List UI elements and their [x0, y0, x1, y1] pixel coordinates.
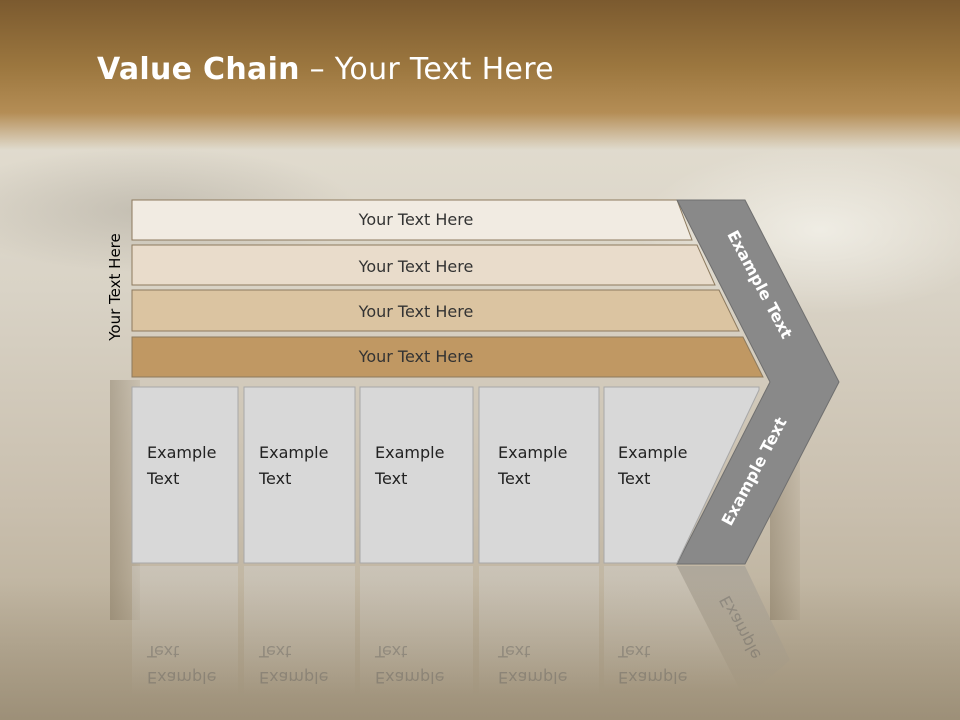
svg-text:Example: Example	[375, 668, 444, 687]
box-1	[131, 386, 239, 564]
box-1-line1: Example	[147, 443, 216, 462]
box-4	[478, 386, 600, 564]
box-3	[359, 386, 474, 564]
box-2-line2: Text	[258, 469, 291, 488]
slide-title: Value Chain – Your Text Here	[97, 52, 554, 87]
svg-text:Example: Example	[498, 668, 567, 687]
svg-text:Text: Text	[497, 642, 530, 661]
bar-4-label: Your Text Here	[358, 347, 474, 366]
svg-text:Text: Text	[146, 642, 179, 661]
bar-4	[131, 336, 764, 378]
svg-text:Text: Text	[258, 642, 291, 661]
svg-text:Text: Text	[617, 642, 650, 661]
box-1-line2: Text	[146, 469, 179, 488]
svg-text:Example: Example	[147, 668, 216, 687]
bar-2	[131, 244, 716, 286]
svg-text:Text: Text	[374, 642, 407, 661]
box-5-line1: Example	[618, 443, 687, 462]
box-3-line1: Example	[375, 443, 444, 462]
box-4-line1: Example	[498, 443, 567, 462]
box-3-line2: Text	[374, 469, 407, 488]
box-4-line2: Text	[497, 469, 530, 488]
svg-text:Example: Example	[259, 668, 328, 687]
bar-group: Your Text Here Your Text Here Your Text …	[131, 199, 764, 378]
chevron-arrow	[676, 199, 840, 565]
bar-2-label: Your Text Here	[358, 257, 474, 276]
bar-3-label: Your Text Here	[358, 302, 474, 321]
box-2	[243, 386, 356, 564]
bar-1-label: Your Text Here	[358, 210, 474, 229]
reflection: Text Example Text Example Text Example T…	[132, 566, 790, 696]
box-group: Example Text Example Text Example Text E…	[131, 386, 760, 564]
box-5-line2: Text	[617, 469, 650, 488]
bar-3	[131, 289, 740, 332]
box-5	[603, 386, 760, 564]
box-2-line1: Example	[259, 443, 328, 462]
bar-1	[131, 199, 693, 241]
svg-text:Example: Example	[618, 668, 687, 687]
header-band	[0, 0, 960, 150]
